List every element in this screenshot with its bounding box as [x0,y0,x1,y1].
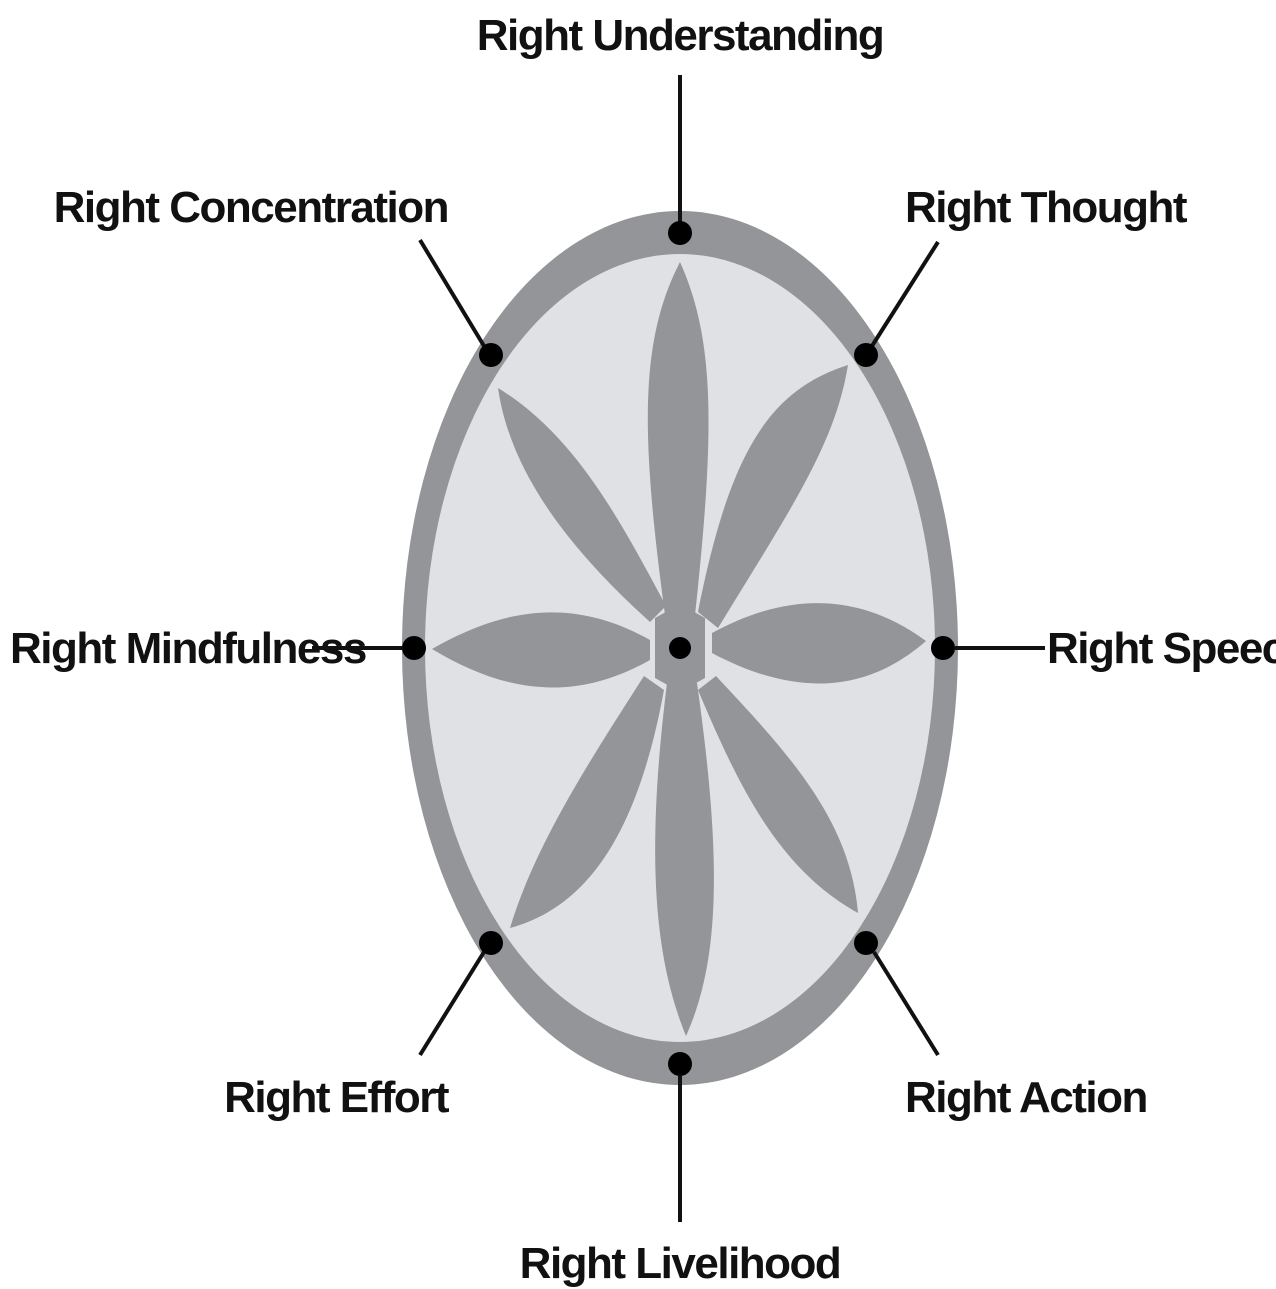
label-right-concentration: Right Concentration [54,183,448,232]
node-top [668,221,692,245]
label-right-livelihood: Right Livelihood [520,1239,841,1288]
connector-top-left [418,238,486,348]
node-top-right [854,343,878,367]
label-right-mindfulness: Right Mindfulness [10,624,366,673]
label-right-action: Right Action [905,1073,1147,1122]
connector-bottom-left [418,950,486,1057]
rim-nodes [402,221,955,1076]
label-right-thought: Right Thought [905,183,1188,232]
node-bottom [668,1052,692,1076]
node-bottom-left [479,931,503,955]
hub-node [669,637,691,659]
petal-top-right [698,365,848,628]
petal-bottom [655,683,714,1036]
petal-right [712,603,926,684]
petal-bottom-right [698,676,858,913]
node-left [402,636,426,660]
label-right-effort: Right Effort [224,1073,450,1122]
label-right-speech: Right Speech [1047,624,1276,673]
petals [432,262,926,1036]
node-right [931,636,955,660]
connectors [312,75,1045,1222]
petal-left [432,612,650,688]
petal-top-left [498,388,666,622]
connector-top-right [870,240,940,348]
petal-top [647,262,709,615]
connector-bottom-right [872,950,940,1057]
node-top-left [479,343,503,367]
label-right-understanding: Right Understanding [477,11,884,60]
node-bottom-right [854,931,878,955]
petal-bottom-left [510,676,664,928]
